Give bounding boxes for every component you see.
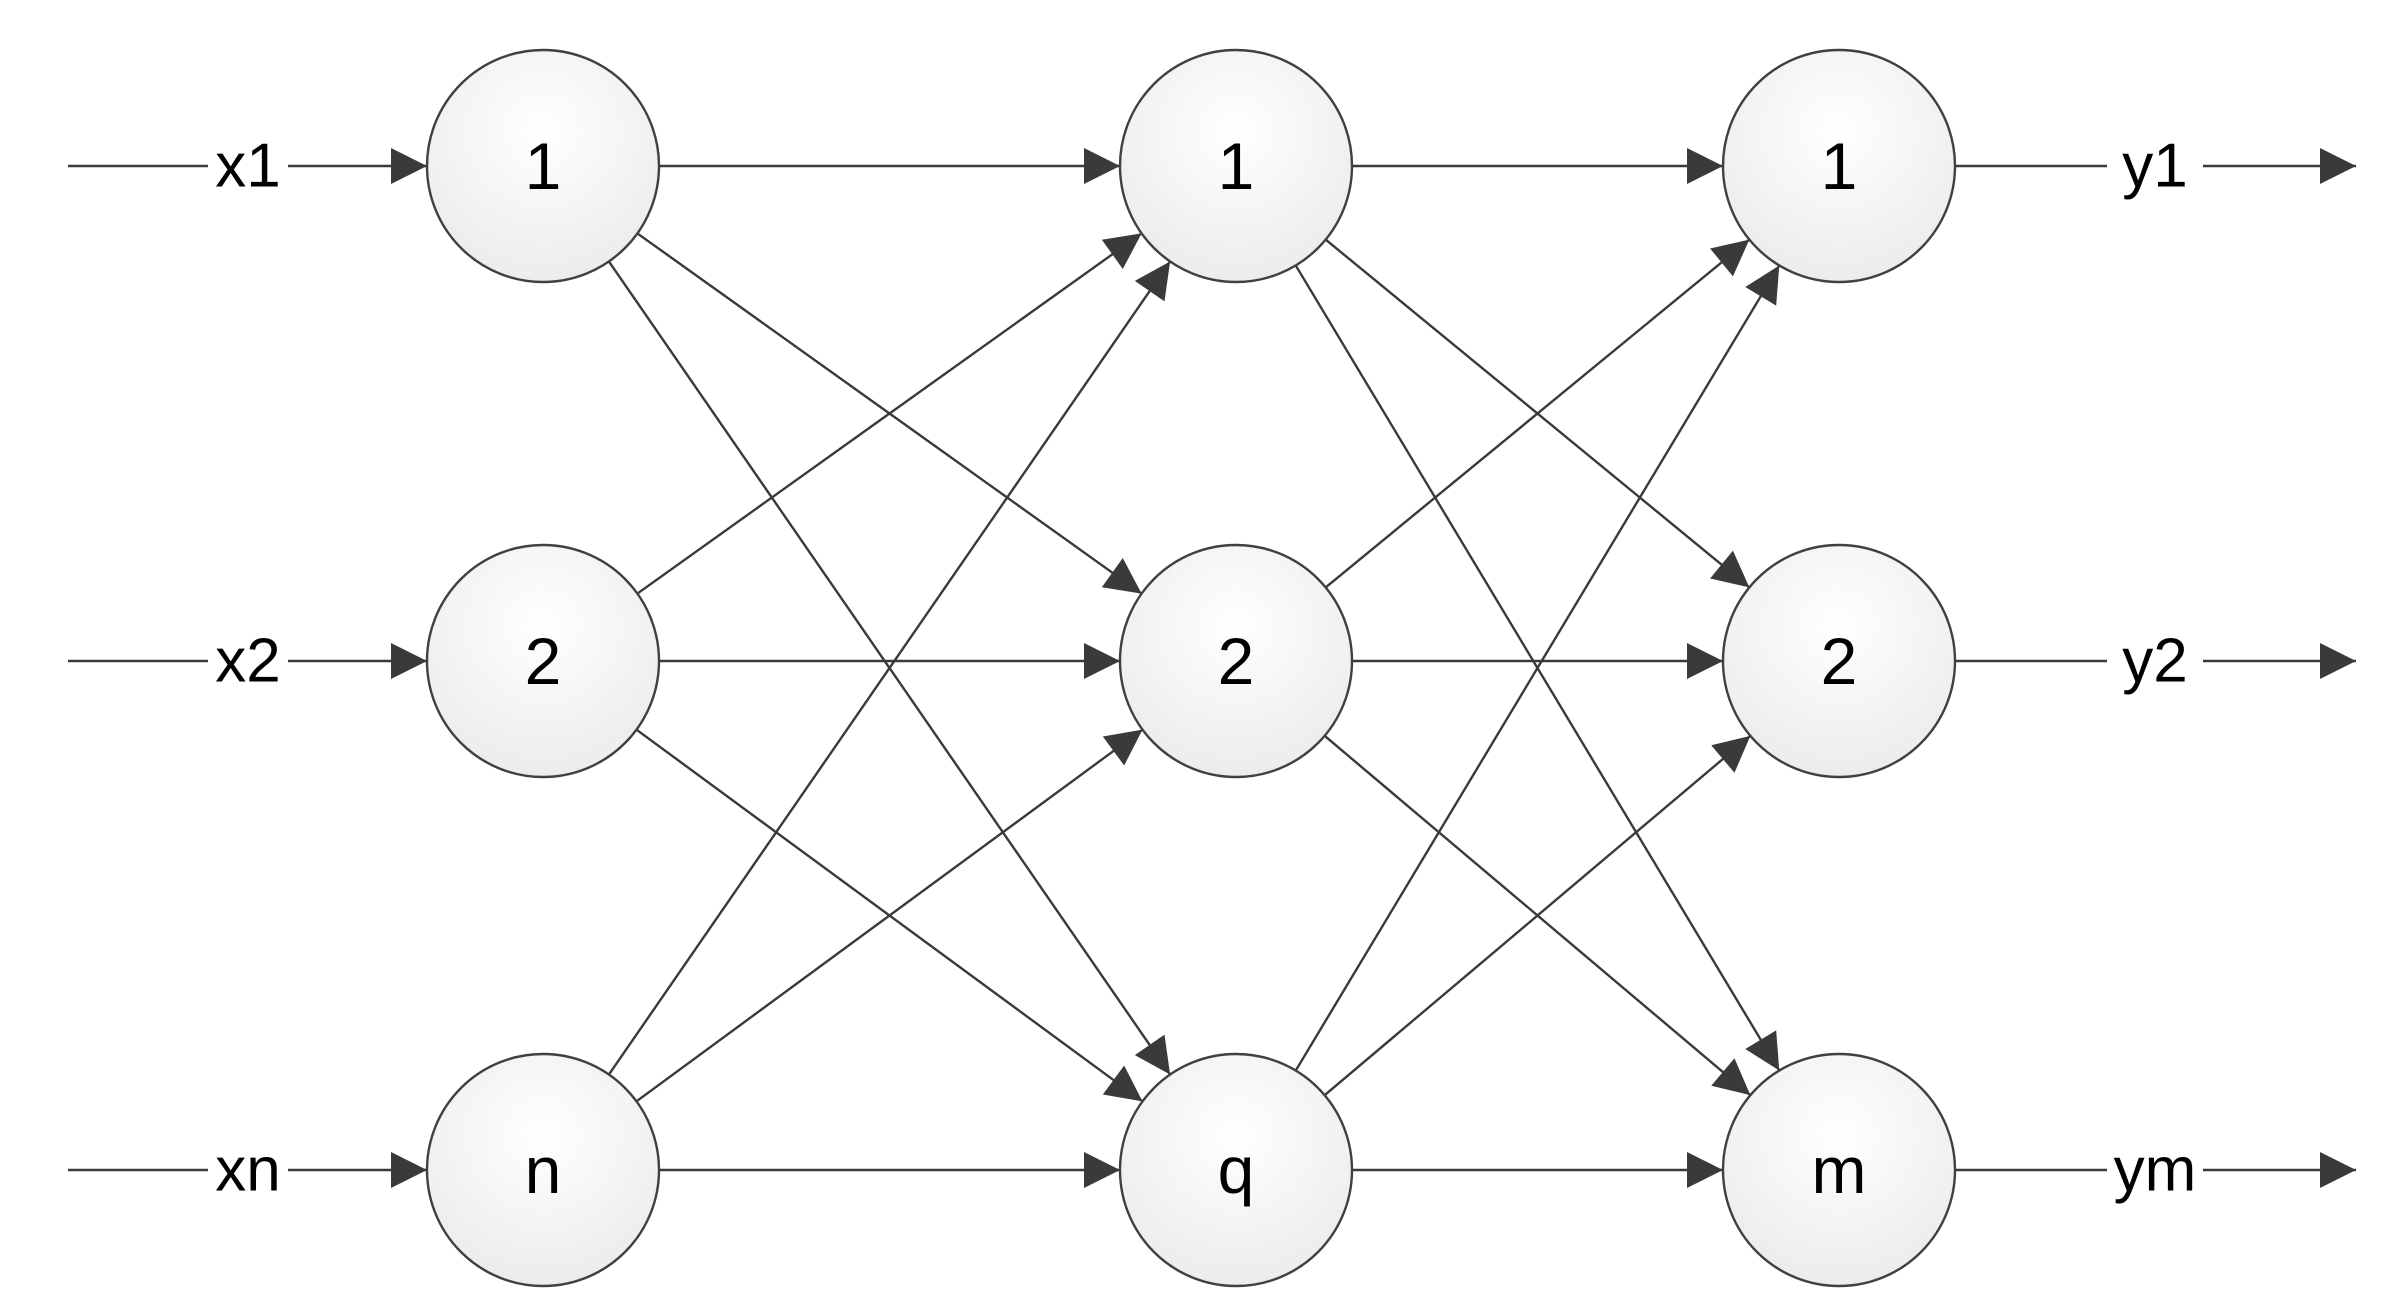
node-label: 2 (1821, 624, 1858, 698)
nodes-layer: 1 2 n 1 2 q 1 2 m (425, 48, 1957, 1288)
node-label: 1 (525, 129, 562, 203)
node-circle (425, 48, 661, 284)
node-circle (1721, 543, 1957, 779)
node-label: 2 (1218, 624, 1255, 698)
output-label-ym: ym (2114, 1136, 2197, 1205)
output-label-bg (2107, 1134, 2203, 1206)
node-circle (1118, 1052, 1354, 1288)
edges-layer (607, 148, 1781, 1188)
edge-input-3-to-hidden-1 (607, 260, 1172, 1076)
input-node-1: 1 (425, 48, 661, 284)
output-label-bg (2107, 625, 2203, 697)
hidden-node-1: 1 (1118, 48, 1354, 284)
node-label: q (1218, 1133, 1255, 1207)
edge-input-3-to-hidden-2 (635, 728, 1144, 1103)
edge-hidden-3-to-output-2 (1323, 734, 1752, 1097)
input-label-xn: xn (215, 1136, 280, 1205)
node-label: n (525, 1133, 562, 1207)
edge-hidden-3-to-output-1 (1294, 264, 1781, 1072)
output-label-y2: y2 (2122, 627, 2187, 696)
node-circle (1721, 48, 1957, 284)
node-label: m (1812, 1133, 1867, 1207)
node-circle (1118, 48, 1354, 284)
node-circle (1118, 543, 1354, 779)
hidden-node-3: q (1118, 1052, 1354, 1288)
input-label-x2: x2 (215, 627, 280, 696)
edge-hidden-2-to-output-1 (1324, 238, 1751, 589)
hidden-node-2: 2 (1118, 543, 1354, 779)
input-label-bg (208, 625, 288, 697)
node-label: 1 (1218, 129, 1255, 203)
node-label: 2 (525, 624, 562, 698)
input-label-bg (208, 130, 288, 202)
input-label-bg (208, 1134, 288, 1206)
node-circle (425, 543, 661, 779)
output-node-1: 1 (1721, 48, 1957, 284)
node-label: 1 (1821, 129, 1858, 203)
output-node-3: m (1721, 1052, 1957, 1288)
input-node-2: 2 (425, 543, 661, 779)
node-circle (425, 1052, 661, 1288)
input-node-3: n (425, 1052, 661, 1288)
edge-input-2-to-hidden-1 (636, 232, 1143, 595)
output-label-y1: y1 (2122, 132, 2187, 201)
output-label-bg (2107, 130, 2203, 202)
node-circle (1721, 1052, 1957, 1288)
output-node-2: 2 (1721, 543, 1957, 779)
io-layer: x1 x2 xn y1 y2 ym (68, 130, 2356, 1206)
input-label-x1: x1 (215, 132, 280, 201)
